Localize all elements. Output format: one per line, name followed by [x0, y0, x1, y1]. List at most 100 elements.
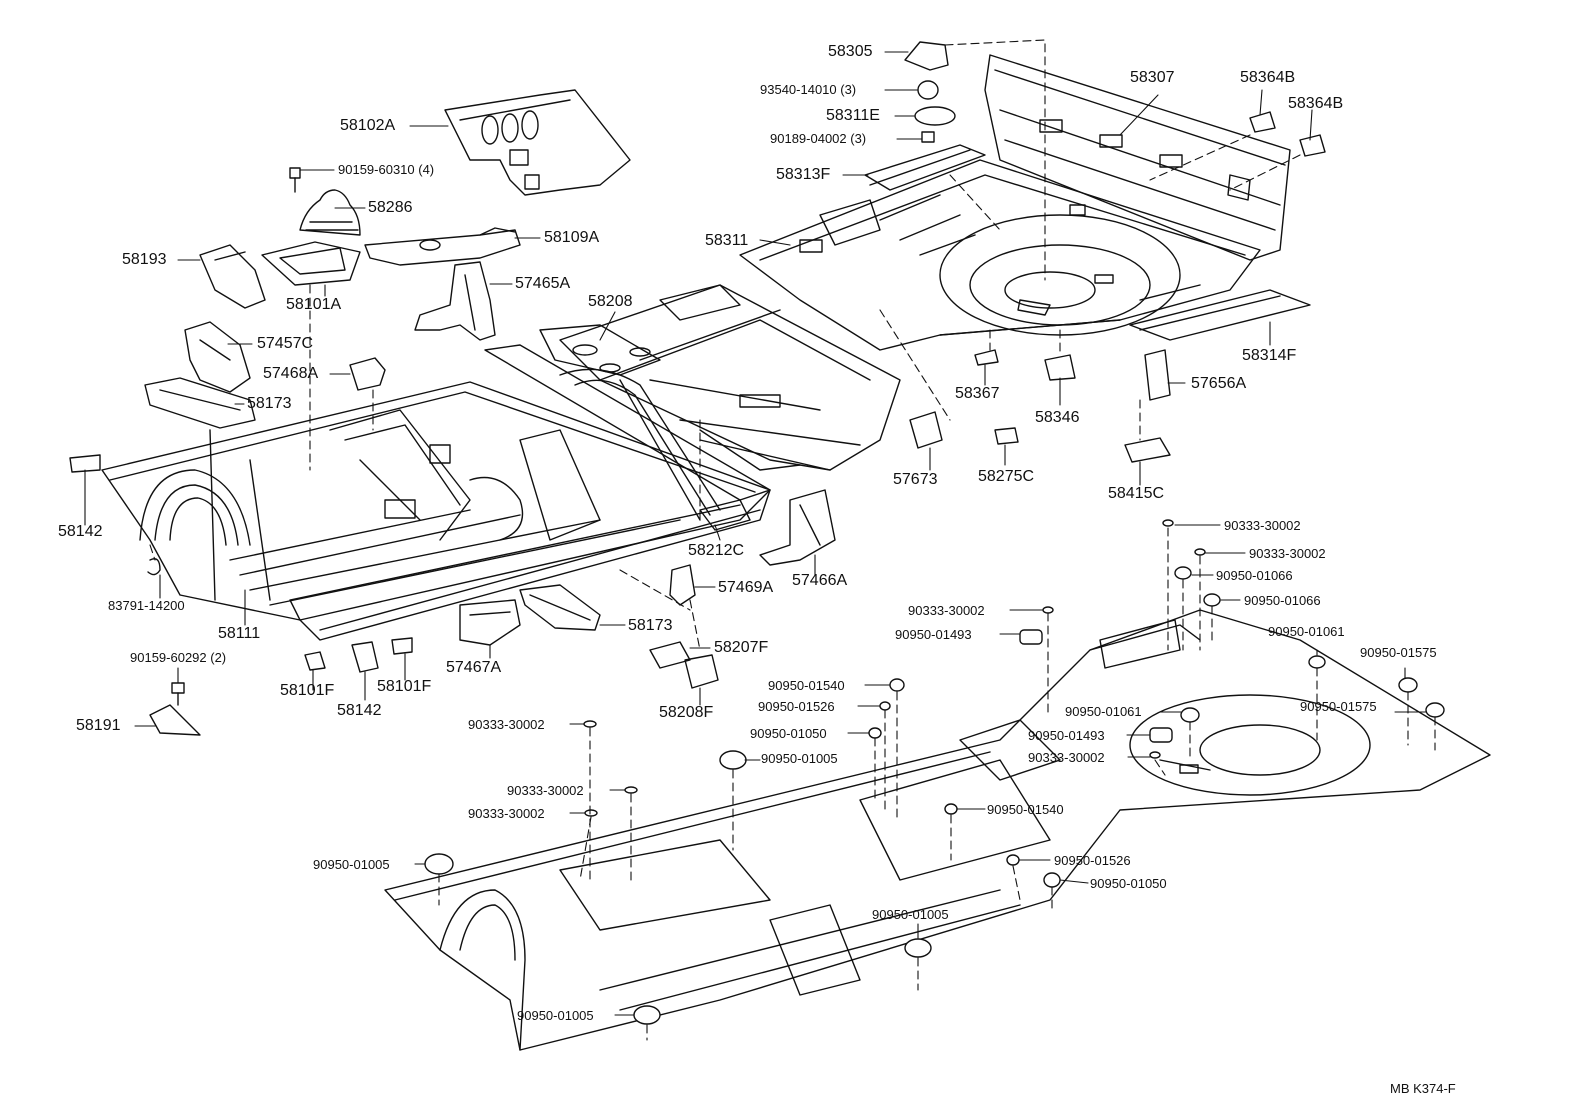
bolt-90159-60292 [171, 682, 185, 706]
label-57469A: 57469A [718, 579, 774, 596]
label-58109A: 58109A [544, 229, 600, 246]
label-58173-lower: 58173 [628, 617, 673, 634]
part-58275C [994, 427, 1019, 445]
part-58286-boot [299, 189, 361, 236]
label-58311: 58311 [705, 232, 749, 249]
part-58346 [1044, 354, 1076, 381]
label-90950-01061-a: 90950-01061 [1268, 624, 1345, 639]
bolt-90159-60310 [289, 167, 301, 193]
label-90333-30002-d: 90333-30002 [1028, 750, 1105, 765]
part-58173-lower [519, 584, 601, 631]
part-57465A [414, 261, 496, 341]
part-58207F [649, 641, 691, 669]
label-57465A: 57465A [515, 275, 571, 292]
part-58415C [1124, 437, 1171, 463]
label-90950-01061-b: 90950-01061 [1065, 704, 1142, 719]
part-58191 [149, 704, 201, 736]
label-90950-01526-a: 90950-01526 [758, 699, 835, 714]
label-58364B-1: 58364B [1240, 69, 1296, 86]
label-58207F: 58207F [714, 639, 769, 656]
label-58191: 58191 [76, 717, 121, 734]
label-57467A: 57467A [446, 659, 502, 676]
label-90159-60292: 90159-60292 (2) [130, 650, 227, 665]
part-57466A [759, 489, 836, 566]
label-58111: 58111 [218, 625, 261, 642]
label-58101F-b: 58101F [377, 678, 432, 695]
label-58311E: 58311E [826, 107, 880, 124]
part-90189-04002 [921, 131, 935, 143]
clip-83791-14200 [147, 558, 161, 576]
center-floor-pan [484, 284, 901, 521]
part-58101A [261, 241, 361, 286]
part-58142-b [351, 641, 379, 673]
label-90950-01540-a: 90950-01540 [768, 678, 845, 693]
label-58193: 58193 [122, 251, 167, 268]
label-58275C: 58275C [978, 468, 1035, 485]
part-58193 [199, 244, 266, 309]
label-90950-01575-b: 90950-01575 [1300, 699, 1377, 714]
dashed-guide-lines [149, 39, 1436, 1041]
front-floor-pan-58111 [101, 381, 771, 641]
label-90950-01066-b: 90950-01066 [1244, 593, 1321, 608]
label-90950-01526-b: 90950-01526 [1054, 853, 1131, 868]
label-58212C: 58212C [688, 542, 745, 559]
rail-58313F [864, 144, 986, 191]
label-90950-01005-d: 90950-01005 [517, 1008, 594, 1023]
label-58307: 58307 [1130, 69, 1175, 86]
label-90950-01575-a: 90950-01575 [1360, 645, 1437, 660]
rear-panel-58307 [984, 54, 1291, 261]
label-58305: 58305 [828, 43, 873, 60]
label-90333-30002-e: 90333-30002 [468, 717, 545, 732]
label-58346: 58346 [1035, 409, 1080, 426]
label-90950-01050-b: 90950-01050 [1090, 876, 1167, 891]
label-93540-14010: 93540-14010 (3) [760, 82, 857, 97]
label-57457C: 57457C [257, 335, 314, 352]
label-90333-30002-g: 90333-30002 [468, 806, 545, 821]
label-90950-01005-c: 90950-01005 [872, 907, 949, 922]
part-58102A [444, 89, 631, 196]
part-58173-upper [144, 377, 256, 429]
label-57468A: 57468A [263, 365, 319, 382]
label-90950-01493-b: 90950-01493 [1028, 728, 1105, 743]
label-58286: 58286 [368, 199, 413, 216]
lower-floor-under-panel [384, 609, 1491, 1051]
label-58314F: 58314F [1242, 347, 1297, 364]
part-58364B-2 [1299, 134, 1326, 157]
label-58102A: 58102A [340, 117, 396, 134]
part-57457C [184, 321, 251, 393]
label-58415C: 58415C [1108, 485, 1165, 502]
part-58101F-b [391, 637, 413, 655]
label-90950-01493-a: 90950-01493 [895, 627, 972, 642]
part-58305 [904, 41, 949, 71]
diagram-reference-code: MB K374-F [1390, 1081, 1456, 1096]
label-58364B-2: 58364B [1288, 95, 1344, 112]
label-90950-01050-a: 90950-01050 [750, 726, 827, 741]
label-83791-14200: 83791-14200 [108, 598, 185, 613]
label-90159-60310: 90159-60310 (4) [338, 162, 435, 177]
leader-lines [84, 51, 1427, 1016]
label-58367: 58367 [955, 385, 1000, 402]
part-93540-S [917, 80, 939, 100]
part-58208F [684, 654, 719, 689]
label-90189-04002: 90189-04002 (3) [770, 131, 867, 146]
part-57468A [349, 357, 386, 391]
label-90333-30002-f: 90333-30002 [507, 783, 584, 798]
label-57656A: 57656A [1191, 375, 1247, 392]
rear-floor-pan-58311 [739, 159, 1261, 351]
label-58208: 58208 [588, 293, 633, 310]
label-58142-b: 58142 [337, 702, 382, 719]
label-58142-left: 58142 [58, 523, 103, 540]
part-58109A [364, 227, 521, 266]
label-57673: 57673 [893, 471, 938, 488]
label-58313F: 58313F [776, 166, 831, 183]
label-90333-30002-c: 90333-30002 [908, 603, 985, 618]
label-58101F-a: 58101F [280, 682, 335, 699]
label-90950-01540-b: 90950-01540 [987, 802, 1064, 817]
part-57467A [459, 599, 521, 646]
label-90333-30002-b: 90333-30002 [1249, 546, 1326, 561]
label-90950-01005-b: 90950-01005 [313, 857, 390, 872]
part-57673 [909, 411, 943, 449]
label-57466A: 57466A [792, 572, 848, 589]
